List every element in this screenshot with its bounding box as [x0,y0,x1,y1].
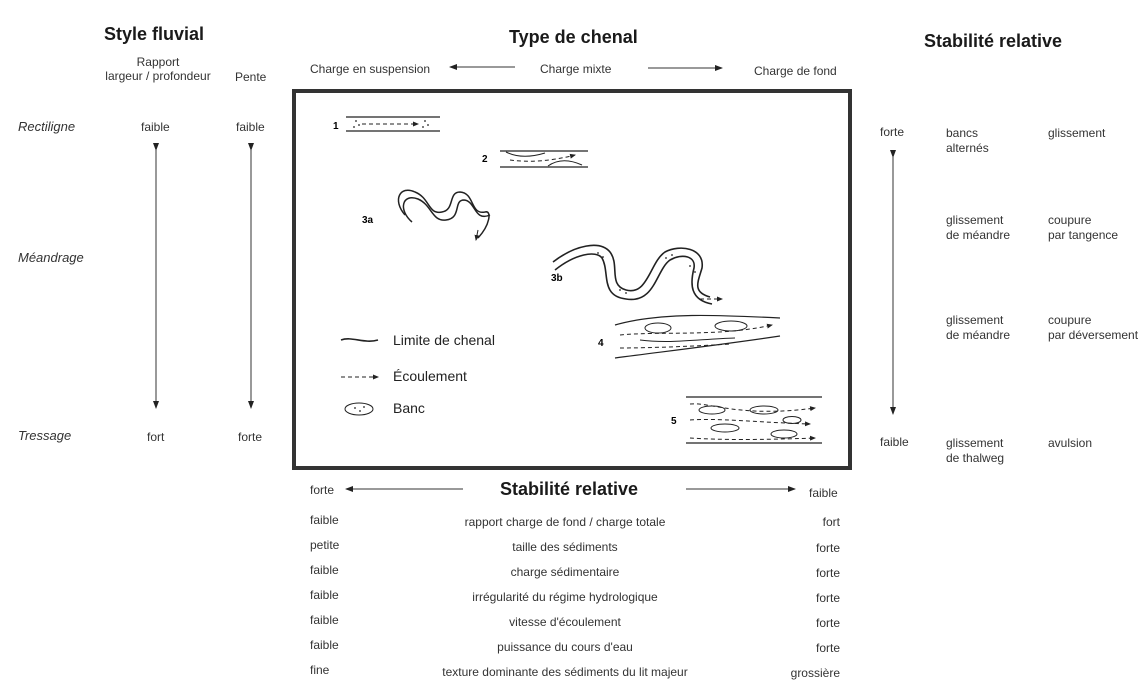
legend-flow-label: Écoulement [393,368,467,384]
slope-rectiligne: faible [236,120,265,134]
stability-row-3-a: glissement de méandre [946,313,1011,342]
factor-label-2: taille des sédiments [512,540,618,554]
factor-left-3: faible [310,563,339,577]
factor-label-1: rapport charge de fond / charge totale [464,515,666,529]
factor-right-6: forte [815,641,840,655]
stability-row-3-b: coupure par déversement [1048,313,1139,342]
load-suspension: Charge en suspension [310,62,431,76]
channel-4-label: 4 [598,338,604,349]
factor-left-5: faible [310,613,339,627]
legend-limit-label: Limite de chenal [393,332,495,348]
channel-3a-label: 3a [362,215,374,226]
bottom-title: Stabilité relative [500,479,639,499]
style-rectiligne: Rectiligne [18,119,76,134]
stability-top-end: forte [880,125,905,139]
stability-row-2-a: glissement de méandre [946,213,1011,242]
factor-right-7: grossière [790,666,840,680]
right-title: Stabilité relative [924,31,1063,51]
stability-row-4-b: avulsion [1048,436,1093,450]
factor-label-6: puissance du cours d'eau [497,640,633,654]
style-tressage: Tressage [18,428,72,443]
factor-left-4: faible [310,588,339,602]
slope-tressage: forte [238,430,263,444]
slope-column-header: Pente [235,70,267,84]
factor-label-3: charge sédimentaire [510,565,620,579]
legend-bar-symbol [344,402,374,416]
factor-label-5: vitesse d'écoulement [509,615,621,629]
stability-row-2-b: coupure par tangence [1048,213,1119,242]
factor-right-1: fort [822,515,840,529]
factor-right-4: forte [815,591,840,605]
factor-left-6: faible [310,638,339,652]
stability-row-1-b: glissement [1048,126,1106,140]
bottom-right-end: faible [809,486,838,500]
center-title: Type de chenal [509,27,638,47]
factor-left-2: petite [310,538,340,552]
channel-1-label: 1 [333,121,339,132]
factor-right-5: forte [815,616,840,630]
left-title: Style fluvial [104,24,205,44]
factor-right-2: forte [815,541,840,555]
legend-bar-label: Banc [393,400,425,416]
bottom-left-end: forte [310,483,335,497]
load-mixed: Charge mixte [540,62,612,76]
ratio-tressage: fort [147,430,165,444]
channel-5-label: 5 [671,416,677,427]
legend-limit-symbol [340,338,379,342]
factor-left-1: faible [310,513,339,527]
ratio-rectiligne: faible [141,120,170,134]
stability-row-1-a: bancs alternés [946,126,989,155]
channel-frame [292,89,852,470]
ratio-column-header: Rapport largeur / profondeur [105,55,211,83]
stability-bottom-end: faible [880,435,909,449]
style-meandrage: Méandrage [18,250,84,265]
stability-row-4-a: glissement de thalweg [946,436,1005,465]
channel-2-label: 2 [482,154,488,165]
factor-right-3: forte [815,566,840,580]
channel-3b-label: 3b [551,273,563,284]
factor-label-7: texture dominante des sédiments du lit m… [442,665,688,679]
factor-label-4: irrégularité du régime hydrologique [472,590,658,604]
load-bed: Charge de fond [754,64,837,78]
factor-left-7: fine [310,663,330,677]
